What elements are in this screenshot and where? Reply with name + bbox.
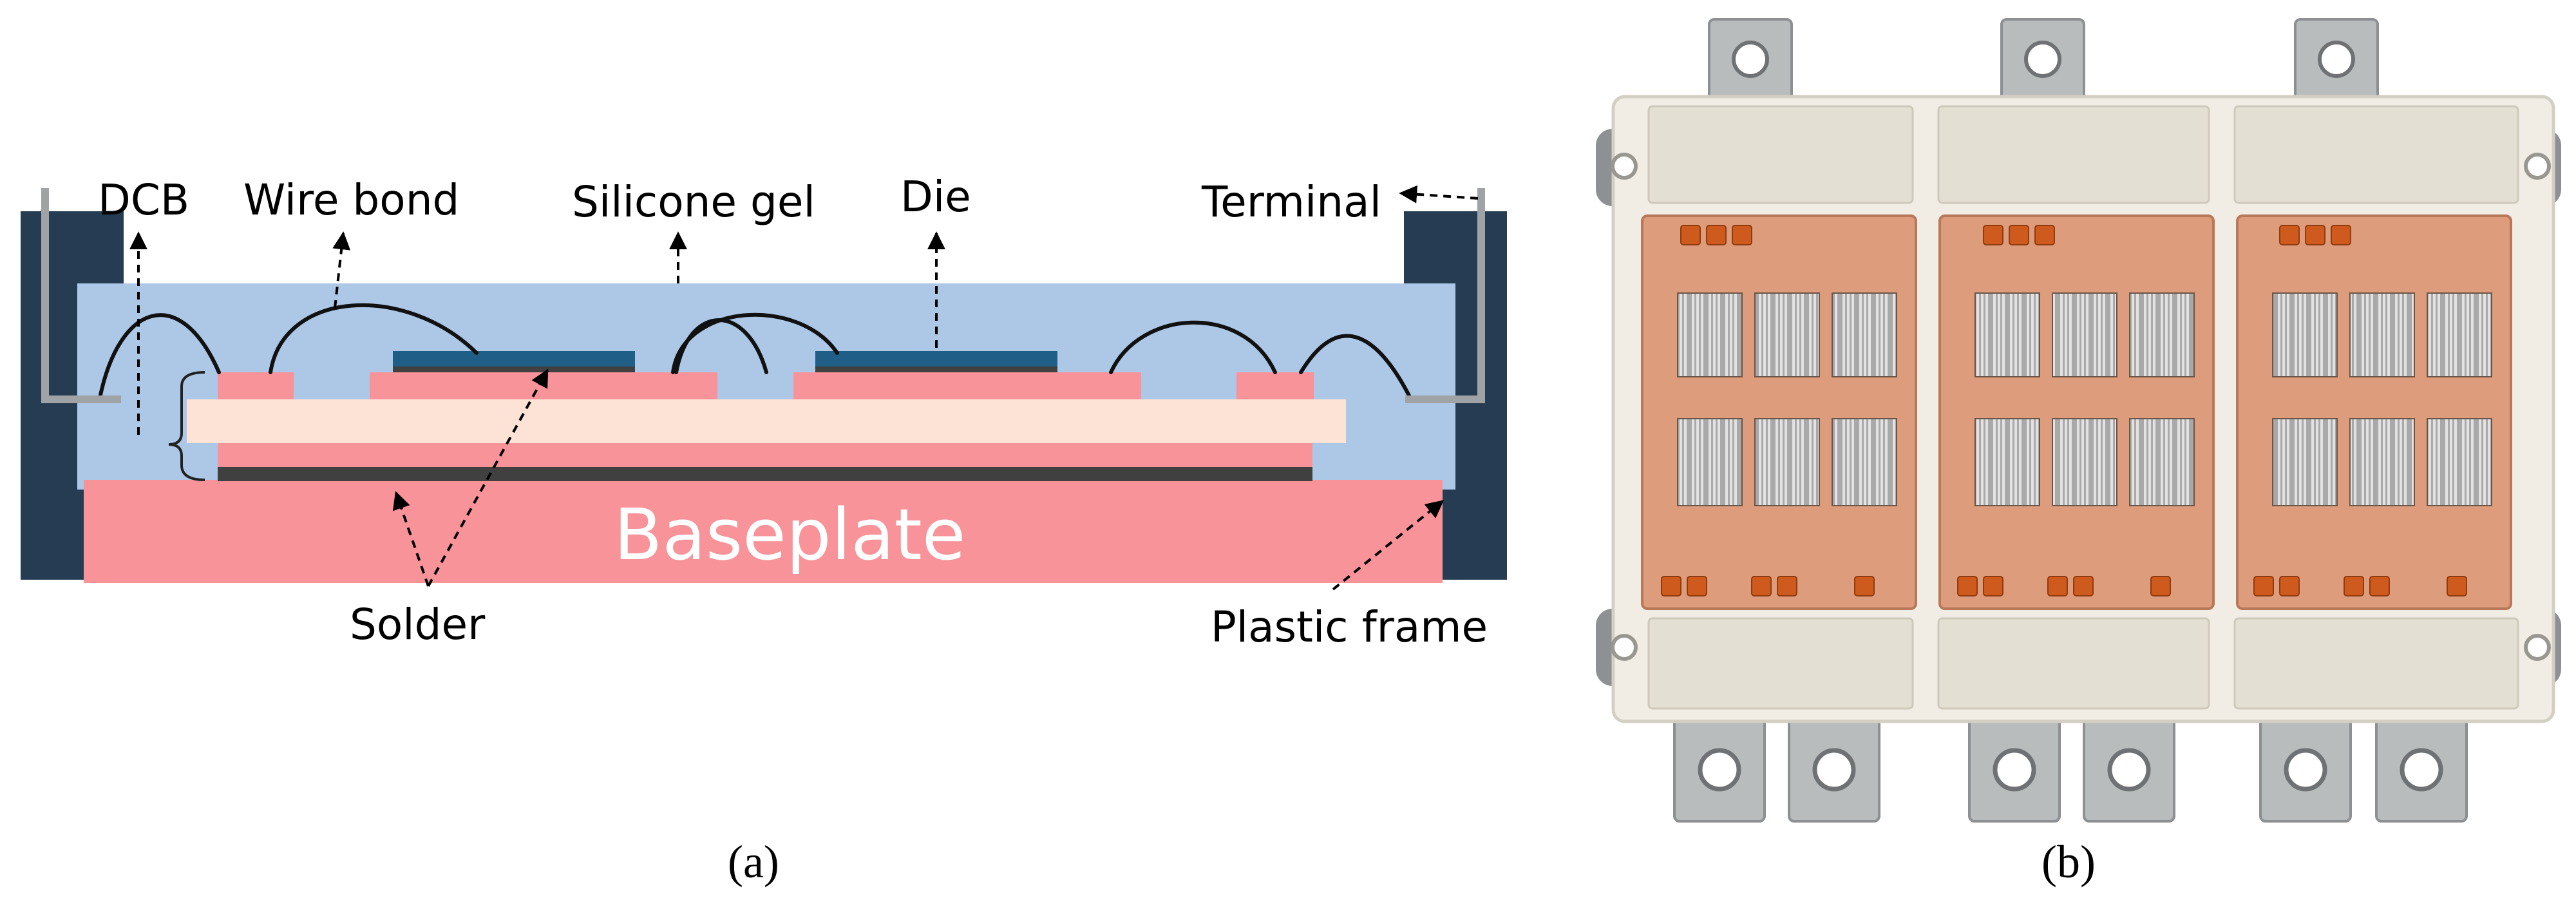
solder-bottom (218, 467, 1312, 481)
panel-b-module-photo: (b) (1596, 18, 2561, 888)
label-plastic-frame: Plastic frame (1211, 602, 1488, 652)
mounting-holes (1611, 153, 2551, 661)
leader-arrows (129, 185, 1479, 591)
dcb-bottom-copper (218, 441, 1312, 467)
housing-ribs (1647, 105, 2519, 710)
label-solder: Solder (350, 600, 486, 649)
copper-substrates (1641, 214, 2512, 610)
label-terminal: Terminal (1201, 177, 1381, 227)
panel-a-cross-section: DCB Wire bond Silicone gel Die Terminal … (21, 172, 1507, 888)
label-die: Die (900, 172, 971, 222)
caption-a: (a) (728, 836, 779, 888)
label-dcb: DCB (98, 175, 189, 225)
wire-bond-arrays (1677, 292, 2492, 506)
terminal (41, 188, 1485, 403)
bottom-terminals (1673, 694, 2468, 823)
label-baseplate: Baseplate (614, 493, 965, 576)
label-wire-bond: Wire bond (243, 175, 459, 225)
baseplate (84, 480, 1443, 583)
dcb-brace (168, 371, 205, 481)
solder-die (393, 366, 1057, 372)
dcb-ceramic (187, 399, 1346, 443)
wire-bonds (98, 303, 1412, 400)
caption-b: (b) (2041, 836, 2096, 888)
label-silicone-gel: Silicone gel (572, 177, 815, 227)
auxiliary-pins (1661, 225, 2467, 596)
die (393, 351, 1057, 367)
